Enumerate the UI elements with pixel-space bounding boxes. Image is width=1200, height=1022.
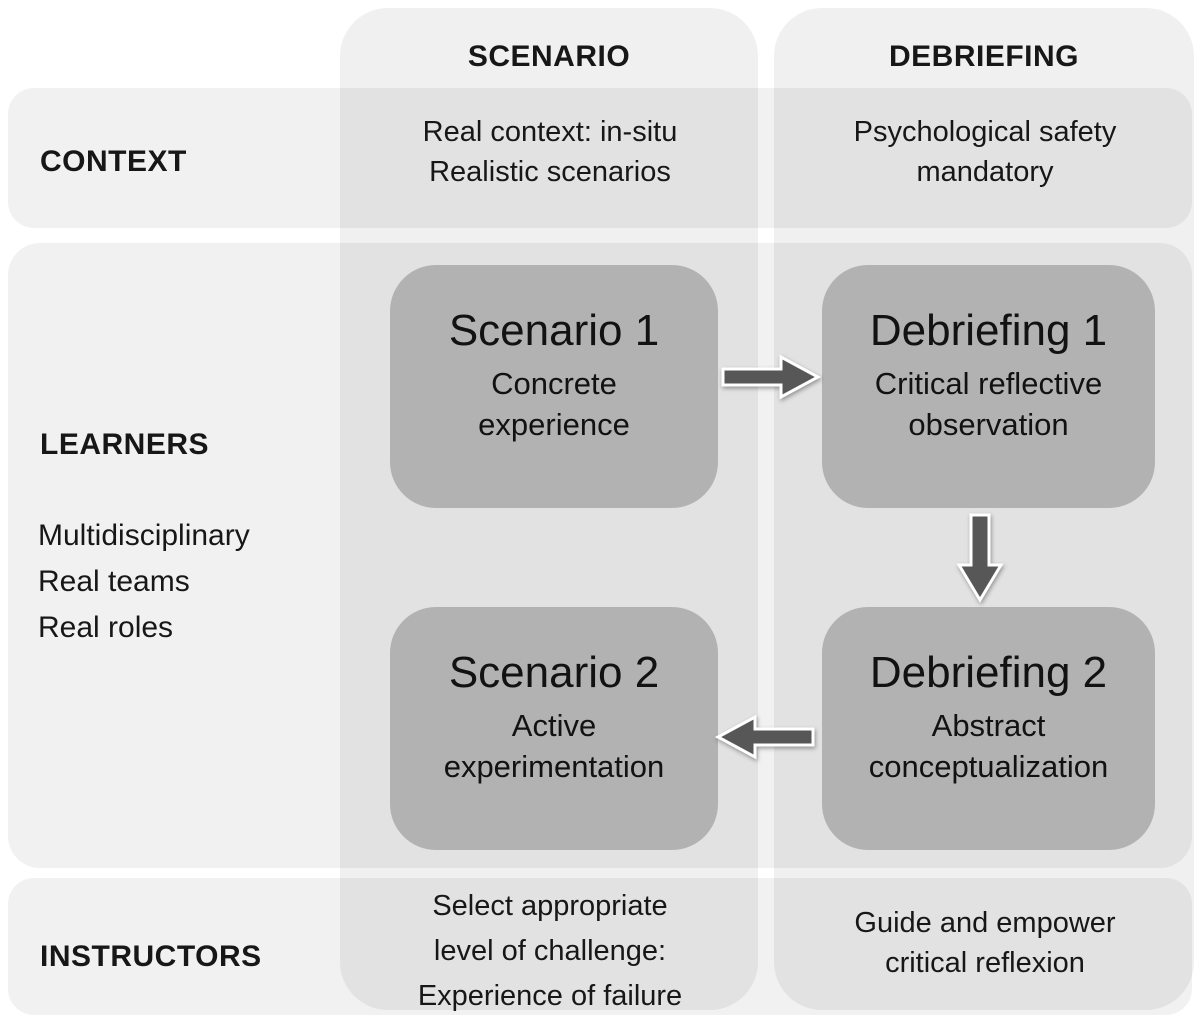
scenario-column-header: SCENARIO [467,40,631,73]
scenario-1-title: Scenario 1 [448,306,660,356]
scenario-2-box: Scenario 2 Active experimentation [390,607,718,850]
instructors-row-band [8,878,1192,1015]
arrow-debriefing1-to-debriefing2 [956,513,1004,603]
context-row-band [8,88,1192,228]
right-arrow-icon [720,352,822,402]
debriefing-1-title: Debriefing 1 [869,306,1108,356]
debriefing-1-box: Debriefing 1 Critical reflective observa… [822,265,1155,508]
debriefing-2-box: Debriefing 2 Abstract conceptualization [822,607,1155,850]
instructors-scenario-cell: Select appropriate level of challenge: E… [417,890,683,1012]
context-scenario-cell: Real context: in-situ Realistic scenario… [422,116,678,189]
debriefing-2-subtitle: Abstract conceptualization [868,707,1109,785]
context-debriefing-cell: Psychological safety mandatory [853,116,1117,189]
instructors-debriefing-cell: Guide and empower critical reflexion [854,907,1116,980]
scenario-2-subtitle: Active experimentation [443,707,665,785]
debriefing-1-subtitle: Critical reflective observation [874,365,1103,443]
learners-details: Multidisciplinary Real teams Real roles [38,519,250,644]
debriefing-2-title: Debriefing 2 [869,648,1108,698]
instructors-row-label: INSTRUCTORS [40,940,262,973]
arrow-scenario1-to-debriefing1 [721,354,822,400]
scenario-1-box: Scenario 1 Concrete experience [390,265,718,508]
debriefing-column-header: DEBRIEFING [888,40,1079,73]
arrow-debriefing2-to-scenario2 [714,714,815,760]
scenario-1-subtitle: Concrete experience [478,365,630,443]
left-arrow-icon [714,712,816,762]
learners-row-label: LEARNERS [40,428,210,461]
scenario-2-title: Scenario 2 [448,648,660,698]
context-row-label: CONTEXT [40,145,187,178]
down-arrow-icon [956,513,1004,603]
